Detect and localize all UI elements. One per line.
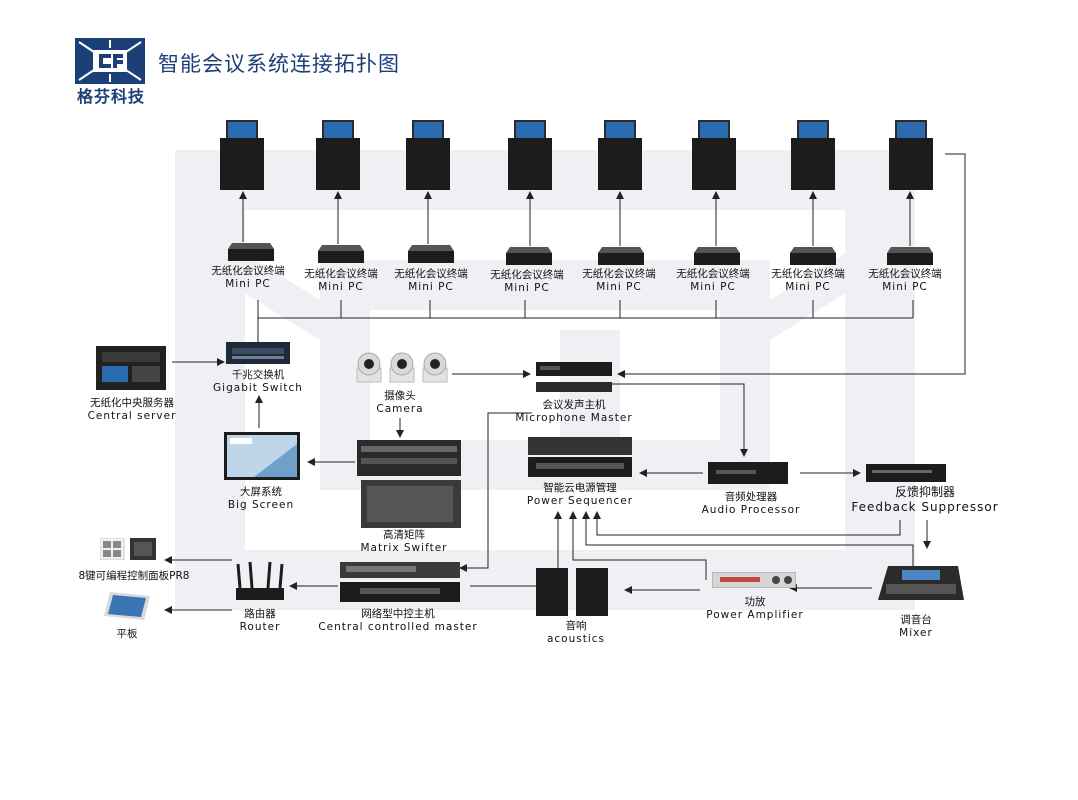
speaker-icon [536,568,608,616]
mini-pc-icon [694,247,740,265]
control-panel-label: 8键可编程控制面板PR8 [78,570,190,582]
matrix-icon [357,440,461,528]
lift-monitor-icon [889,120,933,190]
mini-pc-icon [506,247,552,265]
control-panel-icon [100,538,156,560]
mini-pc-icon [408,245,454,263]
lift-monitor-icon [508,120,552,190]
feedback-suppressor-icon [866,464,946,482]
lift-monitor-icon [406,120,450,190]
mixer-icon [878,566,964,600]
lift-monitor-icon [692,120,736,190]
lift-monitor-icon [791,120,835,190]
central-master-icon [340,562,460,602]
audio-processor-icon [708,462,788,484]
lift-monitor-icon [316,120,360,190]
mini-pc-icon [598,247,644,265]
logo-text: 格芬科技 [76,87,145,106]
router-icon [236,561,284,600]
brand-logo [75,38,145,84]
microphone-master-icon [536,362,612,392]
tablet-icon [104,592,150,620]
lift-monitor-icon [598,120,642,190]
power-amplifier-icon [712,572,796,588]
lift-monitor-icon [220,120,264,190]
page-title: 智能会议系统连接拓扑图 [158,52,400,76]
mini-pc-icon [318,245,364,263]
big-screen-icon [224,432,300,480]
mini-pc-icon [887,247,933,265]
switch-icon [226,342,290,364]
tablet-label: 平板 [116,628,138,640]
mini-pc-icon [790,247,836,265]
mini-pc-icon [228,243,274,261]
camera-icon [356,352,448,383]
power-sequencer-icon [528,437,632,477]
server-icon [96,346,166,390]
